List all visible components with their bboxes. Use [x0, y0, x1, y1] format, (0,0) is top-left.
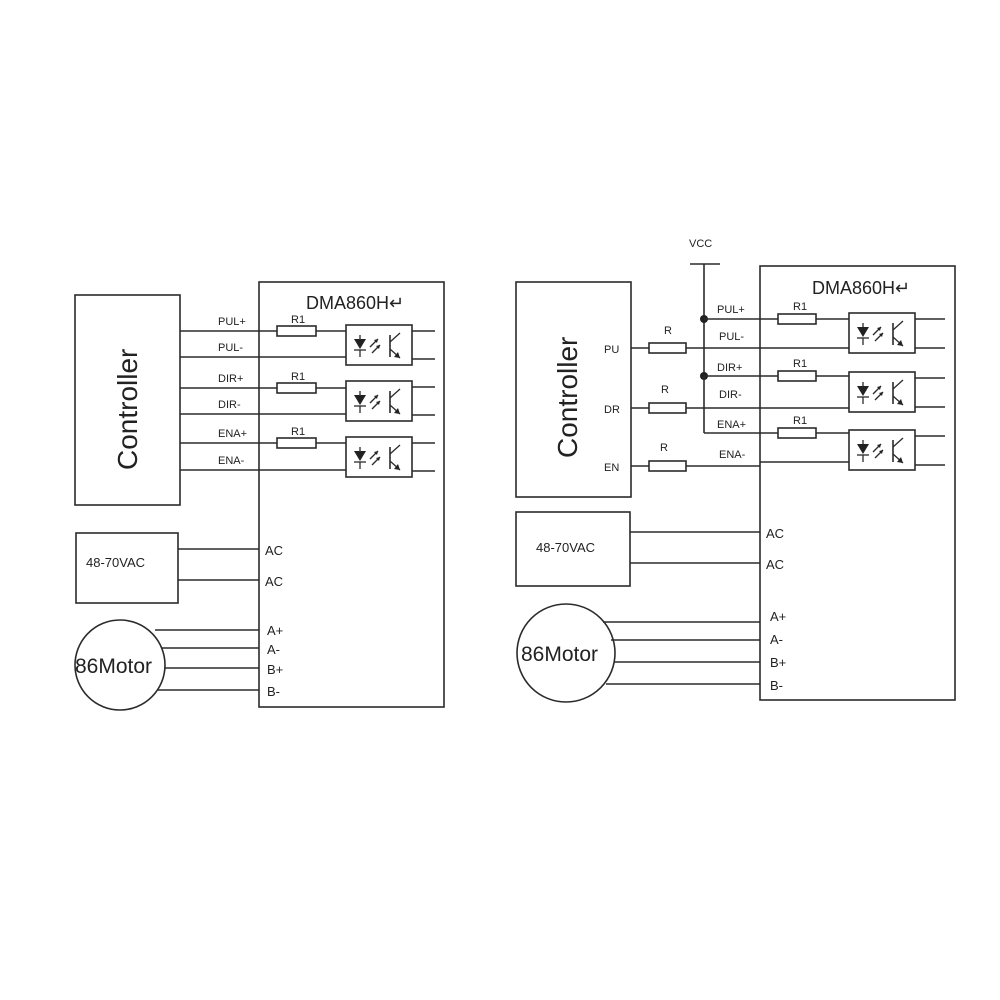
left-resistor-label: R1 [291, 371, 305, 383]
right-signal-label: ENA+ [717, 419, 746, 431]
left-signal-label: DIR+ [218, 373, 243, 385]
left-motor-circle [74, 619, 166, 711]
left-resistor-label: R1 [291, 314, 305, 326]
right-resistor-label: R1 [793, 358, 807, 370]
left-ac-terminal: AC [265, 543, 283, 558]
left-driver-title: DMA860H↵ [306, 293, 404, 313]
right-controller-box [515, 281, 632, 498]
right-signal-label: PUL- [719, 331, 744, 343]
right-controller-resistor-label: R [660, 442, 668, 454]
left-motor-terminal: B+ [267, 662, 283, 677]
left-diagram: DMA860H↵ Controller R1 R1 R1 PUL+ PUL- D… [74, 281, 445, 711]
right-vcc-label: VCC [689, 238, 712, 250]
right-motor-terminal: A+ [770, 609, 786, 624]
right-resistor-pul [777, 313, 817, 325]
left-power-supply-box [75, 532, 179, 604]
left-resistor-pul [276, 325, 317, 337]
right-controller-resistor [648, 342, 687, 354]
left-signal-label: PUL+ [218, 316, 246, 328]
left-signal-label: ENA+ [218, 428, 247, 440]
right-optocoupler-ena [848, 429, 916, 471]
right-controller-label: Controller [552, 337, 583, 458]
left-controller-label: Controller [112, 349, 143, 470]
left-ac-terminal: AC [265, 574, 283, 589]
left-resistor-label: R1 [291, 426, 305, 438]
right-motor-label: 86Motor [521, 643, 598, 666]
right-optocoupler-pul [848, 312, 916, 354]
right-controller-resistor-label: R [661, 384, 669, 396]
left-motor-terminal: A+ [267, 623, 283, 638]
left-optocoupler-ena [345, 436, 413, 478]
right-power-supply-box [515, 511, 631, 587]
right-optocoupler-dir [848, 371, 916, 413]
right-controller-pin: PU [604, 344, 619, 356]
right-signal-label: DIR- [719, 389, 742, 401]
left-motor-terminal: B- [267, 684, 280, 699]
left-signal-label: DIR- [218, 399, 241, 411]
right-motor-circle [516, 603, 616, 703]
right-controller-pin: DR [604, 404, 620, 416]
right-motor-terminal: B+ [770, 655, 786, 670]
right-resistor-ena [777, 427, 817, 439]
left-controller-box [74, 294, 181, 506]
left-resistor-ena [276, 437, 317, 449]
left-signal-label: PUL- [218, 342, 243, 354]
right-controller-resistor [648, 402, 687, 414]
right-resistor-label: R1 [793, 415, 807, 427]
right-power-supply-label: 48-70VAC [536, 540, 595, 555]
right-controller-resistor [648, 460, 687, 472]
right-ac-terminal: AC [766, 557, 784, 572]
right-diagram: DMA860H↵ Controller VCC R R R [515, 238, 956, 703]
left-resistor-dir [276, 382, 317, 394]
right-resistor-dir [777, 370, 817, 382]
right-controller-pin: EN [604, 462, 619, 474]
left-motor-terminal: A- [267, 642, 280, 657]
left-motor-label: 86Motor [75, 655, 152, 678]
left-optocoupler-dir [345, 380, 413, 422]
right-ac-terminal: AC [766, 526, 784, 541]
left-power-supply-label: 48-70VAC [86, 555, 145, 570]
right-driver-title: DMA860H↵ [812, 278, 910, 298]
right-motor-terminal: B- [770, 678, 783, 693]
right-controller-resistor-label: R [664, 325, 672, 337]
right-signal-label: ENA- [719, 449, 746, 461]
left-optocoupler-pul [345, 324, 413, 366]
right-resistor-label: R1 [793, 301, 807, 313]
right-motor-terminal: A- [770, 632, 783, 647]
right-signal-label: PUL+ [717, 304, 745, 316]
right-signal-label: DIR+ [717, 362, 742, 374]
left-signal-label: ENA- [218, 455, 245, 467]
